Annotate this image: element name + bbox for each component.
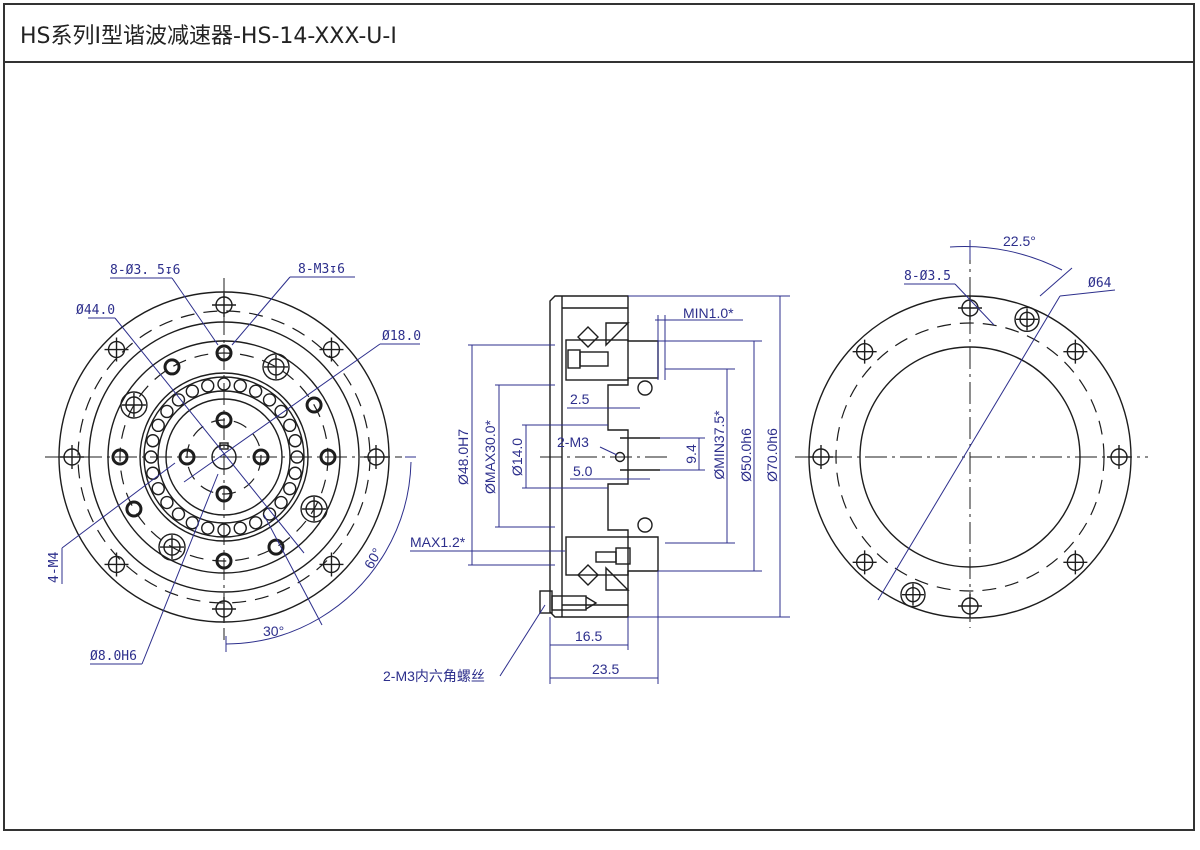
inner-hole	[215, 485, 233, 503]
section-view: MIN1.0* 2.5 2-M3 5.0 MAX1.2* 16.5 23.5 2…	[383, 295, 790, 684]
section-dmax30-label: ØMAX30.0*	[482, 419, 498, 493]
rear-screw-head	[1014, 306, 1040, 333]
bearing-roller	[144, 450, 158, 464]
bearing-roller	[217, 377, 231, 391]
bearing-roller	[274, 404, 288, 419]
cap-screw-head	[262, 353, 290, 381]
front-pcd-44-label: Ø44.0	[76, 303, 115, 318]
bearing-roller	[185, 384, 200, 398]
section-screw-label: 2-M3内六角螺丝	[383, 668, 485, 684]
section-dim-23-5: 23.5	[592, 661, 619, 677]
front-angle-30: 30°	[263, 623, 284, 639]
bearing-roller	[233, 521, 247, 535]
cap-screw-head	[120, 391, 148, 419]
bearing-roller	[160, 495, 174, 510]
threaded-hole	[267, 538, 285, 556]
section-m3-label: 2-M3	[557, 434, 589, 450]
bearing-roller	[160, 404, 174, 419]
threaded-hole	[163, 358, 181, 376]
inner-hole	[215, 411, 233, 429]
threaded-hole	[125, 500, 143, 518]
bearing-roller	[262, 507, 277, 521]
section-d50-label: Ø50.0h6	[738, 428, 754, 482]
section-dmin37-label: ØMIN37.5*	[711, 410, 727, 480]
bearing-roller	[171, 507, 186, 521]
section-dim-5-0: 5.0	[573, 463, 593, 479]
bearing-roller	[201, 521, 215, 535]
bearing-roller	[217, 523, 231, 537]
section-dim-2-5: 2.5	[570, 391, 590, 407]
bearing-roller	[201, 379, 215, 393]
front-view: 8-Ø3. 5↧6 8-M3↧6 Ø44.0 Ø18.0 4-M4 Ø8.0H6…	[45, 262, 421, 665]
inner-hole	[252, 448, 270, 466]
bearing-roller	[151, 418, 165, 433]
section-min-gap-label: MIN1.0*	[683, 305, 734, 321]
cap-screw-head	[158, 533, 186, 561]
bearing-roller	[283, 418, 297, 433]
threaded-hole	[215, 552, 233, 570]
front-bore-label: Ø8.0H6	[90, 649, 137, 664]
front-thread-label: 8-M3↧6	[298, 262, 345, 277]
title-bar: HS系列I型谐波减速器-HS-14-XXX-U-I	[3, 3, 1195, 63]
bearing-roller	[288, 434, 302, 448]
front-m4-label: 4-M4	[47, 552, 62, 583]
bearing-roller	[288, 466, 302, 480]
bearing-roller	[146, 434, 160, 448]
inner-hole	[178, 448, 196, 466]
rear-screw-head	[900, 581, 926, 608]
section-d70-label: Ø70.0h6	[764, 428, 780, 482]
front-hole-label: 8-Ø3. 5↧6	[110, 263, 180, 278]
section-dim-16-5: 16.5	[575, 628, 602, 644]
rear-pcd-64-label: Ø64	[1088, 276, 1112, 291]
bearing-roller	[274, 495, 288, 510]
bearing-roller	[283, 481, 297, 496]
threaded-hole	[305, 396, 323, 414]
bearing-roller	[248, 384, 263, 398]
bearing-roller	[290, 450, 304, 464]
section-d48-label: Ø48.0H7	[455, 429, 471, 485]
threaded-hole	[319, 448, 337, 466]
bearing-roller	[248, 516, 263, 530]
drawing-frame	[3, 3, 1195, 831]
drawing-title: HS系列I型谐波减速器-HS-14-XXX-U-I	[20, 24, 397, 49]
rear-hole-label: 8-Ø3.5	[904, 269, 951, 284]
cap-screw-head	[300, 495, 328, 523]
front-pcd-18-label: Ø18.0	[382, 329, 421, 344]
section-max-gap-label: MAX1.2*	[410, 534, 466, 550]
section-d14-label: Ø14.0	[509, 438, 525, 476]
bearing-roller	[262, 393, 277, 407]
bearing-roller	[151, 481, 165, 496]
bearing-roller	[171, 393, 186, 407]
front-angle-60: 60°	[361, 545, 385, 571]
bearing-roller	[146, 466, 160, 480]
threaded-hole	[215, 344, 233, 362]
rear-view: 22.5° 8-Ø3.5 Ø64	[795, 233, 1148, 628]
threaded-hole	[111, 448, 129, 466]
section-dim-9-4: 9.4	[683, 444, 699, 464]
rear-angle-label: 22.5°	[1003, 233, 1036, 249]
bearing-roller	[233, 379, 247, 393]
